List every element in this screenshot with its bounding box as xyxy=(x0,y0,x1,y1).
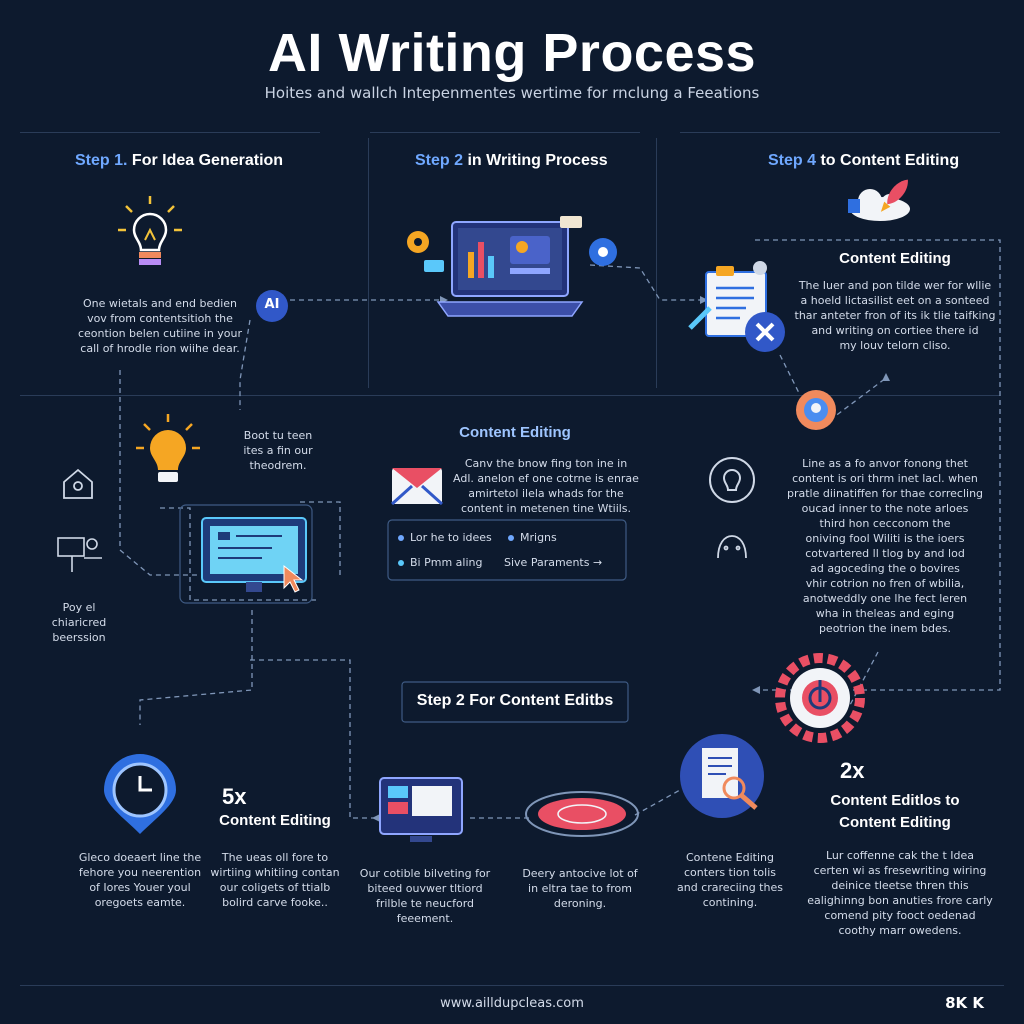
step2-heading: Step 2 in Writing Process xyxy=(415,152,608,169)
content-editing-heading: Content Editing xyxy=(839,250,951,267)
envelope-icon xyxy=(390,468,444,506)
footer-url: www.ailldupcleas.com xyxy=(440,996,584,1011)
step4-heading: Step 4 to Content Editing xyxy=(768,152,960,169)
connector-line xyxy=(634,789,681,816)
mid-content-editing-heading: Content Editing xyxy=(459,424,571,441)
ai-badge: AI xyxy=(264,297,280,312)
mid-content-editing-description: Canv the bnow fing ton ine in Adl. anelo… xyxy=(453,457,639,515)
top-divider xyxy=(370,132,640,133)
connector-line xyxy=(300,501,341,575)
footer-resolution: 8K K xyxy=(945,994,984,1012)
step2b-frame xyxy=(401,681,629,723)
clock-icon xyxy=(104,754,176,834)
lightbulb-icon xyxy=(118,196,182,265)
lightbulb-icon xyxy=(136,414,200,482)
gear-icon xyxy=(589,238,617,266)
step1-heading: Step 1. For Idea Generation xyxy=(75,152,284,169)
close-badge-icon xyxy=(745,312,785,352)
page-title: AI Writing Process xyxy=(267,23,757,83)
lightbulb-outline-icon xyxy=(709,457,755,503)
arrow-head xyxy=(372,814,380,822)
footer-divider xyxy=(20,985,1004,986)
connector-line xyxy=(849,651,879,706)
right-mid-description: Line as a fo anvor fonong thet content i… xyxy=(786,457,984,635)
ai-badge-circle xyxy=(256,290,288,322)
top-divider xyxy=(680,132,1000,133)
chip-item: Mrigns xyxy=(508,531,557,544)
column-divider xyxy=(656,138,657,388)
bottom-right-heading: Content Editlos to Content Editing xyxy=(830,792,960,831)
desk-user-icon xyxy=(57,537,102,572)
target-gear-icon xyxy=(775,653,865,743)
cloud-dot xyxy=(753,261,767,275)
connector-line xyxy=(755,239,1001,691)
arrow-head xyxy=(700,296,708,304)
connector-line xyxy=(779,354,801,396)
cloud-icon xyxy=(848,189,910,221)
arrow-head xyxy=(882,373,890,381)
connector-line xyxy=(119,370,200,576)
gear-icon xyxy=(407,231,429,253)
cursor-icon xyxy=(283,564,304,593)
connector-line xyxy=(589,264,700,301)
message-icon xyxy=(560,216,582,228)
column-divider xyxy=(368,138,369,388)
idea-note: Boot tu teen ites a fin our theodrem. xyxy=(243,429,313,472)
connector-line xyxy=(139,610,253,725)
document-search-icon xyxy=(680,734,764,818)
left-note: Poy el chiaricred beerssion xyxy=(51,601,107,644)
connector-line xyxy=(829,377,887,421)
face-outline-icon xyxy=(717,535,747,559)
content-editing-description: The Iuer and pon tilde wer for wllie a h… xyxy=(794,279,996,352)
bottom-block-1: Gleco doeaert line the fehore you neeren… xyxy=(78,851,202,909)
row-divider xyxy=(20,395,1000,396)
laptop-icon xyxy=(436,221,584,317)
arrow-head xyxy=(752,686,760,694)
connector-line xyxy=(160,507,320,601)
chip-item: Bi Pmm aling xyxy=(398,556,482,569)
tablet-icon xyxy=(379,777,463,842)
bottom-content-editing-heading: Content Editing xyxy=(219,812,331,829)
connector-line xyxy=(239,319,251,410)
step1-description: One wietals and end bedien vov from cont… xyxy=(77,297,243,355)
bottom-block-6: Lur coffenne cak the t Idea certen wi as… xyxy=(807,849,993,937)
multiplier-5x: 5x xyxy=(222,784,247,809)
multiplier-2x: 2x xyxy=(840,758,865,783)
page-subtitle: Hoites and wallch Intepenmentes wertime … xyxy=(264,84,760,102)
step2b-heading: Step 2 For Content Editbs xyxy=(416,692,614,709)
bottom-block-5: Contene Editing conters tion tolis and c… xyxy=(677,851,783,909)
monitor-icon xyxy=(201,517,307,592)
bottom-block-2: The ueas oll fore to wirtiing whitiing c… xyxy=(210,851,340,909)
bottom-block-3: Our cotible bilveting for biteed ouvwer … xyxy=(359,867,491,925)
note-icon xyxy=(424,260,444,272)
connector-line xyxy=(250,659,380,819)
chip-item: Sive Paraments → xyxy=(504,556,603,569)
target-disc-icon xyxy=(525,791,639,837)
home-icon xyxy=(63,468,93,499)
chips-frame xyxy=(387,519,627,581)
rocket-icon xyxy=(880,179,908,212)
chip-item: Lor he to idees xyxy=(398,531,492,544)
person-badge-icon xyxy=(796,390,836,430)
bottom-block-4: Deery antocive lot of in eltra tae to fr… xyxy=(522,867,638,910)
content-frame xyxy=(179,504,313,604)
top-divider xyxy=(20,132,320,133)
